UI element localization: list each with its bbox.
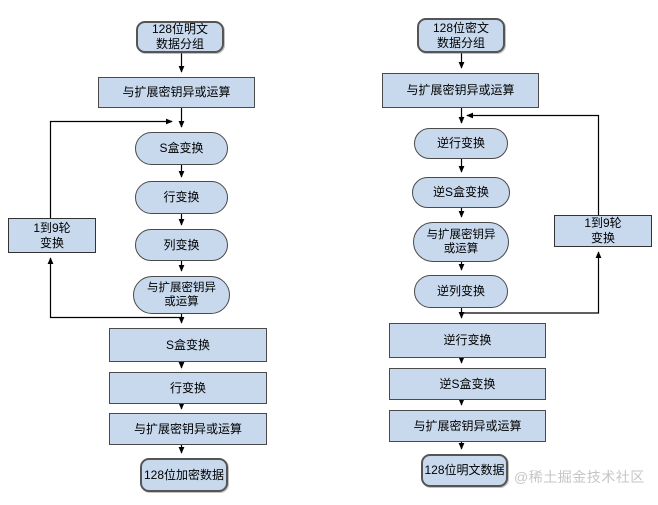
dec-start-node: 128位密文 数据分组 <box>417 18 505 53</box>
enc-start-node: 128位明文 数据分组 <box>136 21 224 53</box>
dec-final-inv-shiftrows-node: 逆行变换 <box>389 323 546 358</box>
dec-final-inv-sbox-node: 逆S盒变换 <box>389 368 546 400</box>
dec-output-node: 128位明文数据 <box>421 454 508 487</box>
watermark-text: @稀土掘金技术社区 <box>514 469 645 485</box>
enc-round-xor-node: 与扩展密钥异 或运算 <box>133 276 230 314</box>
dec-initial-xor-node: 与扩展密钥异或运算 <box>382 73 539 108</box>
dec-inv-sbox-node: 逆S盒变换 <box>412 177 510 208</box>
dec-rounds-label-box: 1到9轮 变换 <box>554 215 652 247</box>
dec-final-xor-node: 与扩展密钥异或运算 <box>389 410 546 442</box>
enc-final-sbox-node: S盒变换 <box>109 328 267 362</box>
dec-inv-shiftrows-node: 逆行变换 <box>414 128 508 159</box>
dec-inv-mixcolumns-node: 逆列变换 <box>414 275 508 308</box>
enc-output-node: 128位加密数据 <box>140 458 228 492</box>
enc-mixcolumns-node: 列变换 <box>135 229 228 261</box>
enc-sbox-node: S盒变换 <box>135 132 228 165</box>
enc-final-shiftrows-node: 行变换 <box>109 372 267 404</box>
dec-round-xor-node: 与扩展密钥异 或运算 <box>413 222 509 262</box>
enc-rounds-label-box: 1到9轮 变换 <box>8 218 96 253</box>
enc-initial-xor-node: 与扩展密钥异或运算 <box>98 77 255 108</box>
enc-shiftrows-node: 行变换 <box>135 181 228 214</box>
enc-final-xor-node: 与扩展密钥异或运算 <box>109 413 267 445</box>
